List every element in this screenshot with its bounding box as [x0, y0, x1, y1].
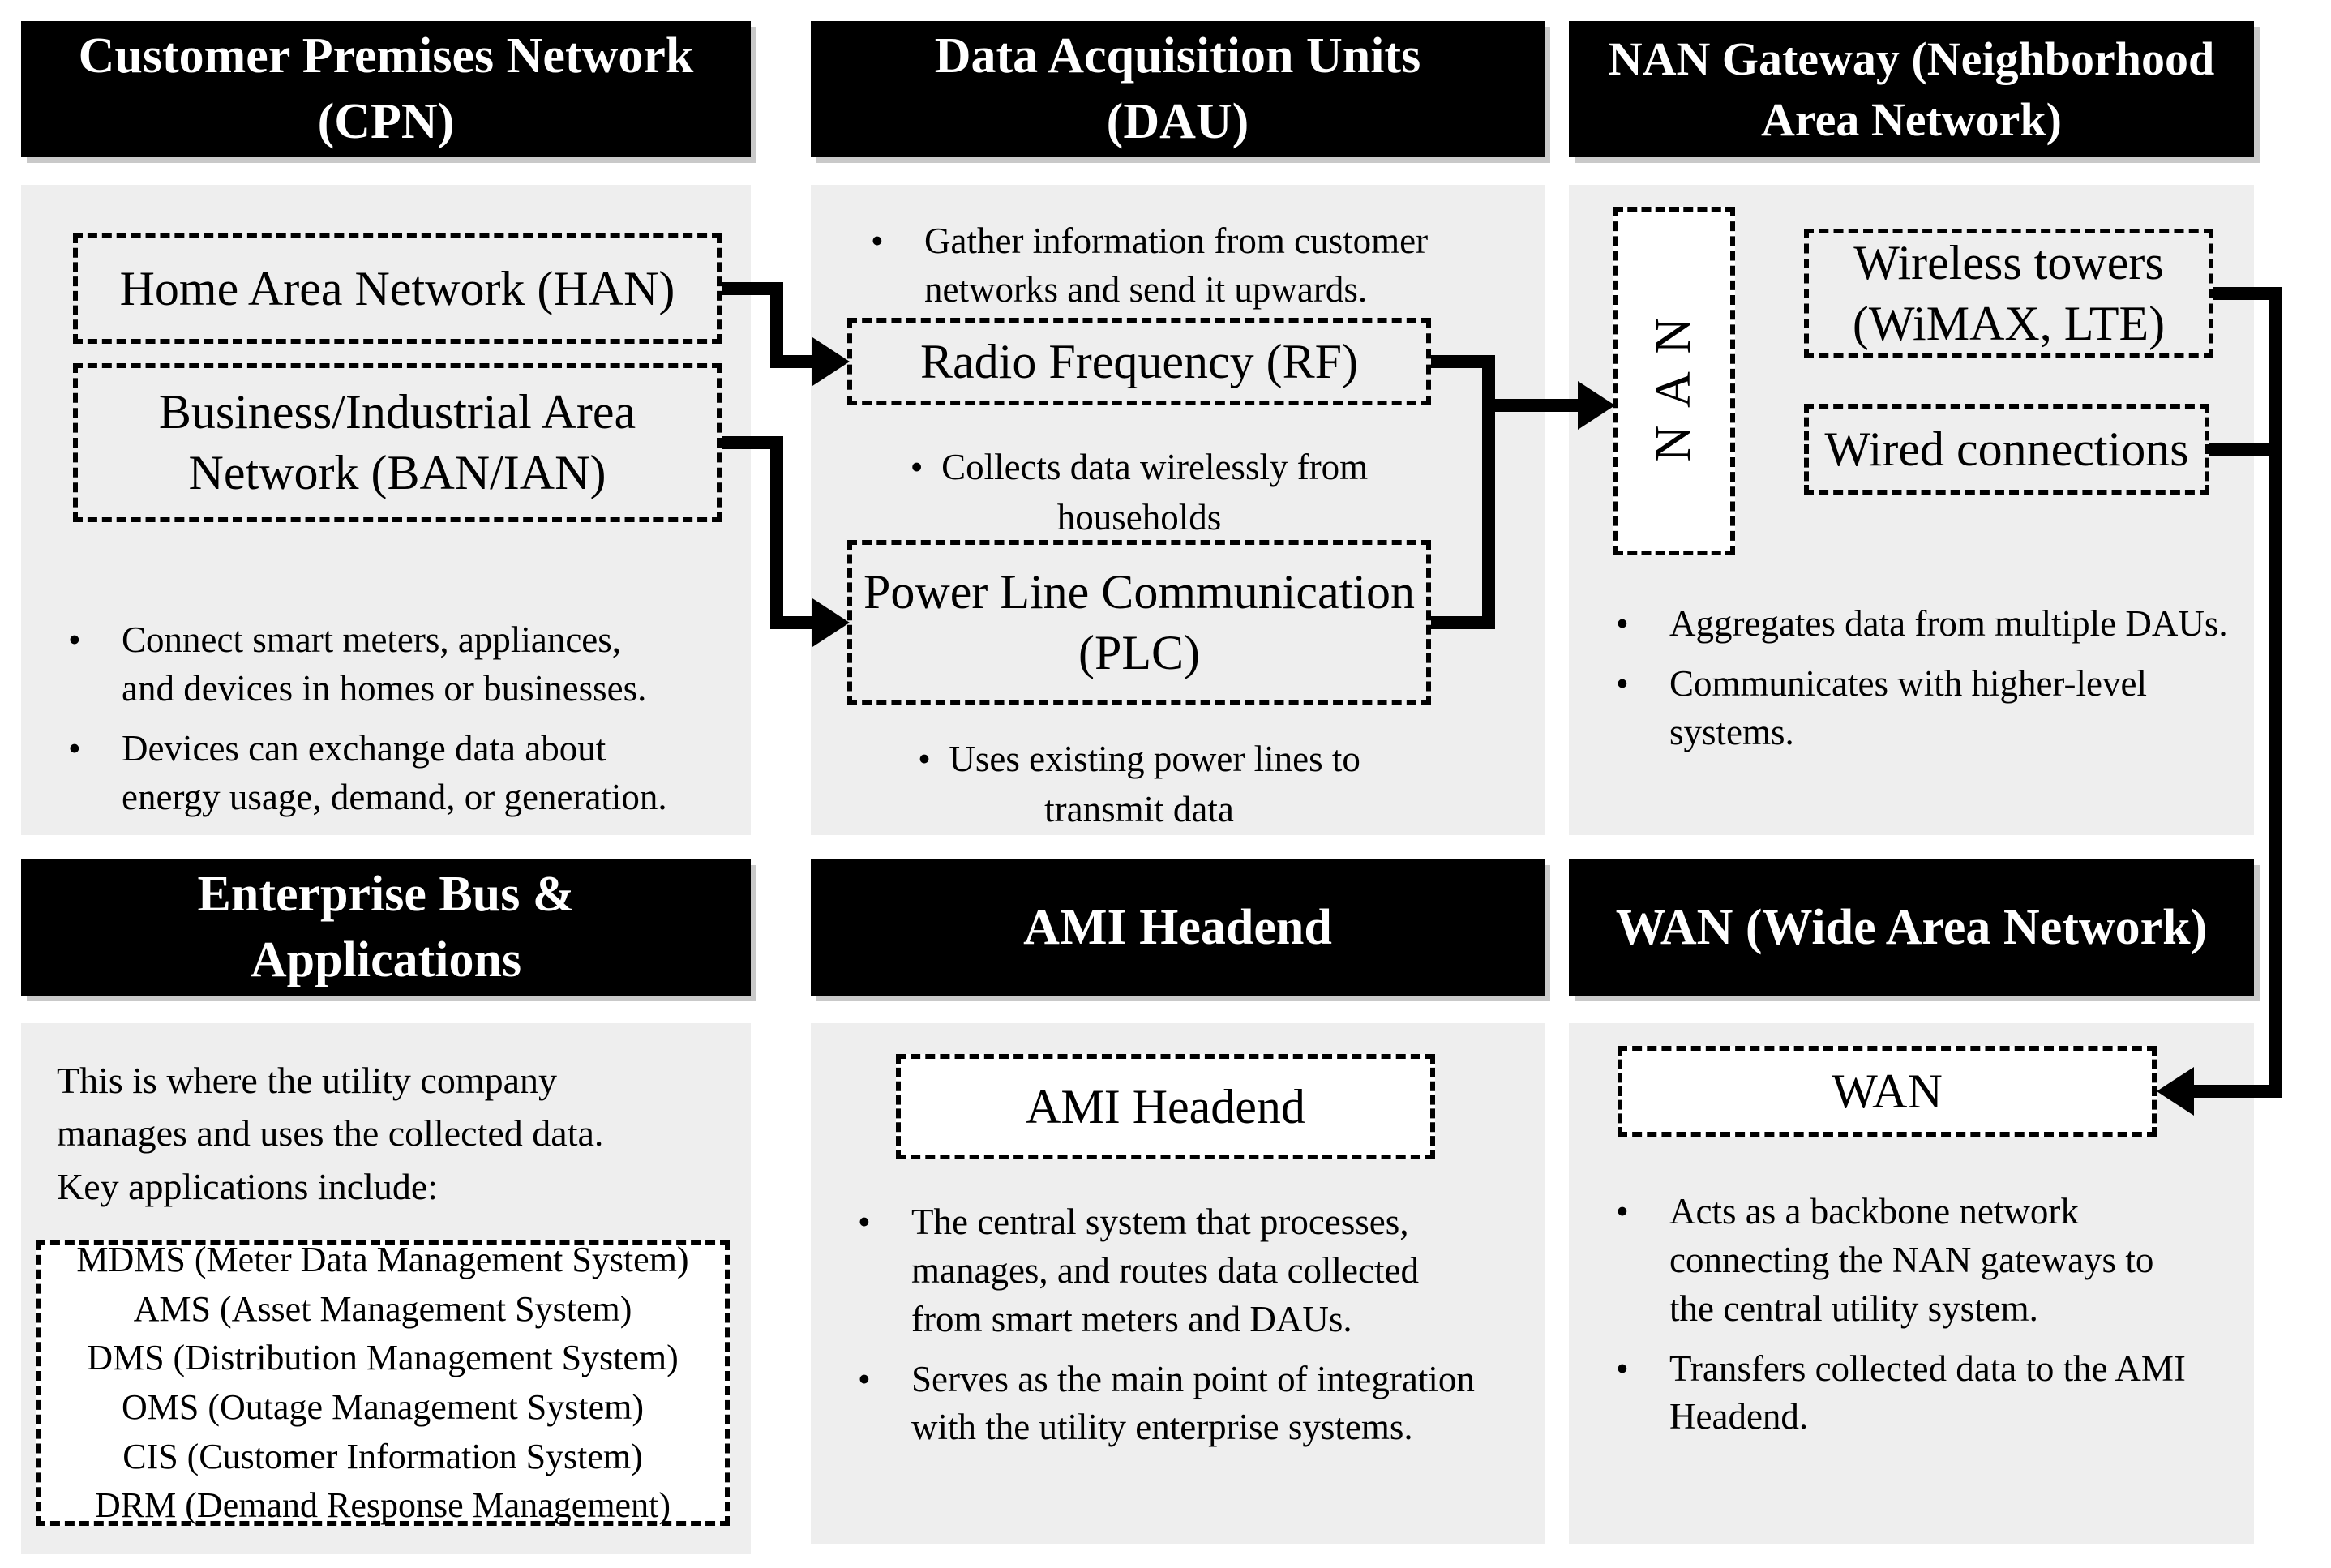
wired-connections-box: Wired connections: [1804, 404, 2209, 495]
rf-box: Radio Frequency (RF): [847, 318, 1431, 405]
han-to-rf-connector-segment: [770, 282, 783, 368]
dau-intro-bullet-list: Gather information from customer network…: [856, 217, 1521, 326]
app-item-cis: CIS (Customer Information System): [122, 1436, 643, 1476]
dau-header: Data Acquisition Units (DAU): [811, 21, 1545, 157]
ami-bullet-1: The central system that processes, manag…: [911, 1202, 1419, 1339]
nan-gateway-header: NAN Gateway (Neighborhood Area Network): [1569, 21, 2254, 157]
wireless-towers-box: Wireless towers (WiMAX, LTE): [1804, 229, 2213, 358]
nan-to-wan-vertical-connector-segment: [2269, 287, 2282, 1098]
enterprise-bus-header: Enterprise Bus & Applications: [21, 859, 751, 996]
nan-bullet-1: Aggregates data from multiple DAUs.: [1669, 603, 2228, 644]
nan-vertical-box: NAN: [1613, 207, 1735, 555]
nan-bullet-2: Communicates with higher-level systems.: [1669, 662, 2147, 752]
arrowhead-right-icon: [1578, 381, 1615, 430]
enterprise-intro-text: This is where the utility company manage…: [57, 1060, 604, 1207]
merge-to-nan-connector-segment: [1495, 399, 1578, 412]
han-box: Home Area Network (HAN): [73, 233, 722, 344]
arrowhead-right-icon: [812, 598, 850, 647]
arrowhead-left-icon: [2157, 1067, 2194, 1116]
nan-rotated-label: NAN: [1646, 300, 1702, 462]
cpn-header: Customer Premises Network (CPN): [21, 21, 751, 157]
ami-bullet-list: The central system that processes, manag…: [843, 1198, 1532, 1463]
cpn-bullet-1: Connect smart meters, appliances, and de…: [122, 619, 647, 709]
wired-to-wan-connector-segment: [2209, 443, 2282, 456]
nan-bullet-list: Aggregates data from multiple DAUs. Comm…: [1601, 600, 2250, 769]
ban-ian-box: Business/Industrial Area Network (BAN/IA…: [73, 363, 722, 522]
nan-to-wan-horizontal-connector-segment: [2194, 1085, 2282, 1098]
wan-header: WAN (Wide Area Network): [1569, 859, 2254, 996]
enterprise-apps-box: MDMS (Meter Data Management System) AMS …: [36, 1240, 730, 1526]
cpn-bullet-2: Devices can exchange data about energy u…: [122, 727, 667, 817]
app-item-drm: DRM (Demand Response Management): [95, 1485, 671, 1526]
ami-bullet-2: Serves as the main point of integration …: [911, 1358, 1475, 1448]
plc-box: Power Line Communication (PLC): [847, 540, 1431, 705]
ban-to-plc-connector-segment: [770, 616, 812, 629]
rf-to-nan-connector-segment: [1431, 355, 1495, 368]
rf-bullet-text: Collects data wirelessly from households: [911, 447, 1368, 538]
wan-bullet-1: Acts as a backbone network connecting th…: [1669, 1191, 2154, 1329]
wireless-to-wan-connector-segment: [2213, 287, 2282, 300]
ban-to-plc-connector-segment: [770, 436, 783, 629]
list-item: Aggregates data from multiple DAUs.: [1601, 600, 2250, 649]
list-item: Gather information from customer network…: [856, 217, 1521, 315]
app-item-dms: DMS (Distribution Management System): [87, 1338, 679, 1378]
list-item: The central system that processes, manag…: [843, 1198, 1532, 1344]
cpn-bullet-list: Connect smart meters, appliances, and de…: [54, 616, 739, 833]
plc-bullet: Uses existing power lines to transmit da…: [872, 734, 1407, 834]
rf-plc-merge-connector-segment: [1482, 355, 1495, 629]
wan-bullet-2: Transfers collected data to the AMI Head…: [1669, 1347, 2186, 1437]
wan-box: WAN: [1618, 1046, 2157, 1137]
ami-headend-box: AMI Headend: [896, 1054, 1435, 1159]
app-item-oms: OMS (Outage Management System): [122, 1387, 644, 1427]
list-item: Transfers collected data to the AMI Head…: [1601, 1345, 2250, 1442]
list-item: Serves as the main point of integration …: [843, 1356, 1532, 1453]
plc-bullet-text: Uses existing power lines to transmit da…: [918, 739, 1360, 829]
arrowhead-right-icon: [812, 337, 850, 386]
rf-bullet: Collects data wirelessly from households: [872, 442, 1407, 542]
list-item: Connect smart meters, appliances, and de…: [54, 616, 739, 713]
list-item: Communicates with higher-level systems.: [1601, 660, 2250, 757]
wan-bullet-list: Acts as a backbone network connecting th…: [1601, 1188, 2250, 1453]
app-item-mdms: MDMS (Meter Data Management System): [76, 1239, 689, 1279]
dau-intro-bullet: Gather information from customer network…: [924, 221, 1429, 310]
han-to-rf-connector-segment: [722, 282, 783, 295]
han-to-rf-connector-segment: [770, 355, 812, 368]
ban-to-plc-connector-segment: [722, 436, 783, 449]
plc-to-nan-connector-segment: [1431, 616, 1495, 629]
ami-headend-header: AMI Headend: [811, 859, 1545, 996]
app-item-ams: AMS (Asset Management System): [133, 1288, 632, 1329]
list-item: Devices can exchange data about energy u…: [54, 725, 739, 822]
list-item: Acts as a backbone network connecting th…: [1601, 1188, 2250, 1334]
